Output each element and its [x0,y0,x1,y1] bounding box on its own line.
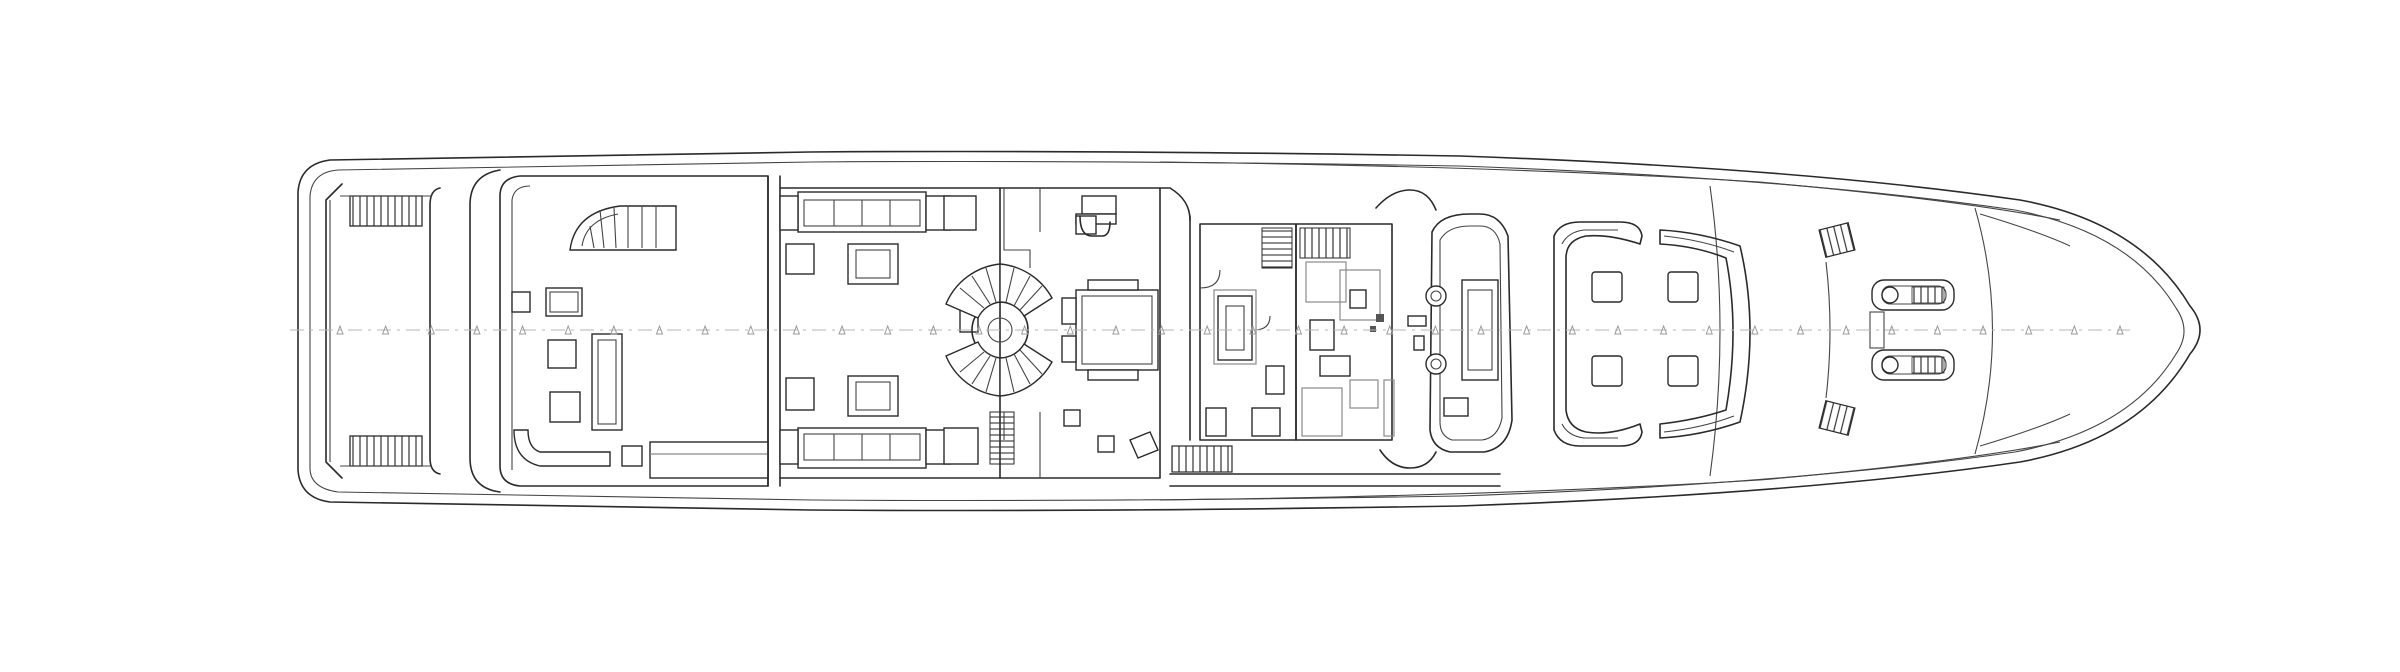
frame-marker [1477,324,1485,335]
frame-marker [1203,324,1211,335]
frame-marker [929,324,938,335]
salon-sofa-top [779,191,951,233]
deck-table [547,339,577,369]
frame-marker [1614,324,1622,335]
anchor-winch [1871,279,1955,311]
frame-marker [518,324,527,335]
frame-marker [427,324,436,335]
spiral-staircase-aft [569,205,677,251]
frame-marker [381,324,390,335]
frame-marker [1933,324,1942,335]
frame-marker [1751,324,1759,335]
frame-marker [564,324,572,335]
aft-transom [325,169,501,493]
frame-marker [1066,324,1074,335]
frame-marker [975,324,983,335]
frame-marker [1659,324,1668,335]
frame-marker [1431,324,1440,335]
frame-marker [1888,324,1896,335]
frame-marker [473,324,481,335]
frame-marker [1249,324,1257,335]
frame-marker [1157,324,1166,335]
frame-marker [1568,324,1577,335]
frame-marker [1522,324,1531,335]
salon-sofa-bottom [779,427,951,469]
frame-marker [1386,324,1394,335]
frame-marker [2070,324,2079,335]
frame-marker [610,324,618,335]
frame-marker [1705,324,1713,335]
frame-markers [336,324,2124,335]
frame-marker [2116,324,2124,335]
frame-marker [701,324,709,335]
wheelhouse [1375,189,1513,469]
frame-marker [655,324,664,335]
deck-sofa [591,333,623,431]
central-spiral-staircase [945,263,1053,397]
foyer-furniture [989,188,1159,478]
aft-deck [499,175,769,487]
deck-chair [511,291,531,313]
frame-marker [336,324,344,335]
deck-table [549,391,581,423]
main-salon [767,175,1161,487]
frame-marker [2024,324,2033,335]
deck-chair [545,287,583,317]
lounge-cushion [1667,355,1699,387]
anchor-winch [1871,349,1955,381]
frame-marker [1979,324,1987,335]
frame-marker [1020,324,1029,335]
forward-cabins [1159,187,1501,487]
foredeck-lounge [1553,221,1751,447]
lounge-cushion [1667,271,1699,303]
helm-seat [1425,285,1447,307]
frame-marker [838,324,846,335]
frame-marker [1796,324,1805,335]
frame-marker [1842,324,1850,335]
frame-marker [1294,324,1303,335]
frame-marker [747,324,755,335]
frame-marker [883,324,892,335]
frame-marker [1112,324,1120,335]
helm-seat [1425,353,1447,375]
lounge-cushion [1591,271,1623,303]
frame-marker [792,324,801,335]
frame-marker [1340,324,1348,335]
bow-deck [1818,213,2071,447]
lounge-cushion [1591,355,1623,387]
